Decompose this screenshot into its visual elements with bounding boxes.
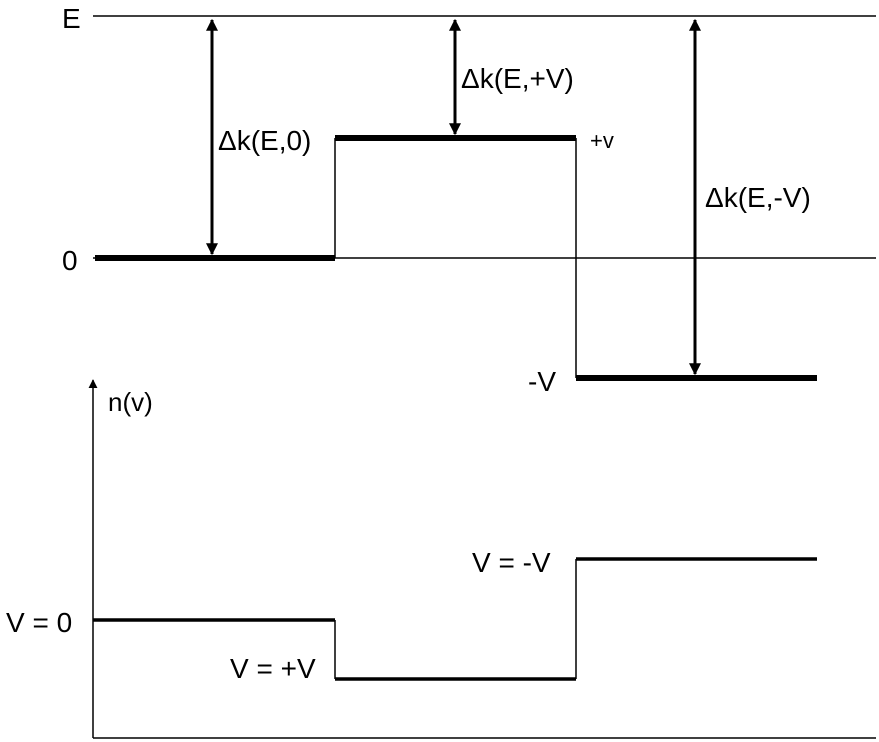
minus-v-label: -V [528,366,556,397]
delta-k-0-label: Δk(E,0) [218,125,311,156]
level-minus-label: V = -V [472,547,551,578]
refractive-index-diagram: n(v) V = 0 V = +V V = -V [6,379,876,739]
energy-diagram: E 0 +v -V Δk(E,0) Δk(E,+V) Δk(E,-V) [62,3,876,397]
level-v0-label: V = 0 [6,607,72,638]
delta-k-minus-label: Δk(E,-V) [705,182,811,213]
level-plus-label: V = +V [230,653,316,684]
zero-label: 0 [62,245,78,276]
plus-v-label: +v [590,128,614,153]
energy-label: E [62,3,81,34]
y-axis-label: n(v) [108,387,153,417]
delta-k-plus-label: Δk(E,+V) [461,63,574,94]
